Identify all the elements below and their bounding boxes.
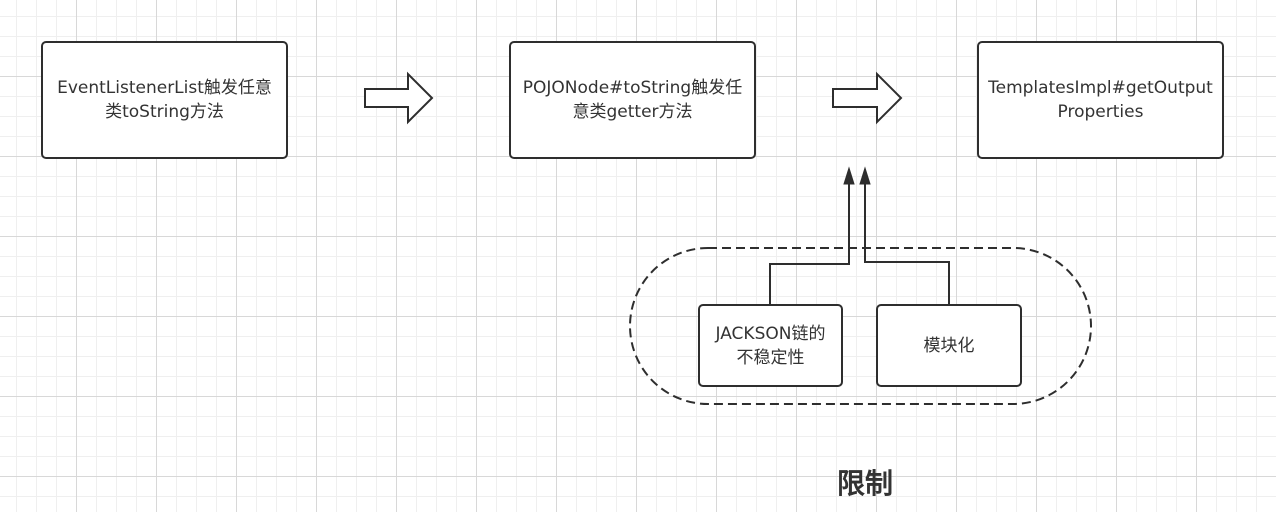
node-pojonode-label: POJONode#toString触发任意类getter方法 [522, 78, 743, 122]
block-arrow-2 [832, 71, 903, 125]
node-module[interactable]: 模块化 [876, 304, 1022, 387]
arrowhead-jackson [843, 166, 855, 185]
node-templates-label: TemplatesImpl#getOutputProperties [988, 78, 1213, 122]
group-label: 限制 [836, 467, 893, 500]
node-templates[interactable]: TemplatesImpl#getOutputProperties [977, 41, 1224, 159]
limitation-group [629, 247, 1092, 405]
connector-module [864, 182, 950, 304]
arrowhead-module [859, 166, 871, 185]
node-jackson-label: JACKSON链的不稳定性 [715, 323, 826, 368]
node-event-listener[interactable]: EventListenerList触发任意类toString方法 [41, 41, 288, 159]
node-module-label: 模块化 [923, 335, 975, 356]
node-pojonode[interactable]: POJONode#toString触发任意类getter方法 [509, 41, 756, 159]
node-jackson[interactable]: JACKSON链的不稳定性 [698, 304, 843, 387]
node-event-listener-label: EventListenerList触发任意类toString方法 [57, 78, 272, 122]
block-arrow-1 [364, 71, 434, 125]
connector-jackson [769, 182, 850, 304]
